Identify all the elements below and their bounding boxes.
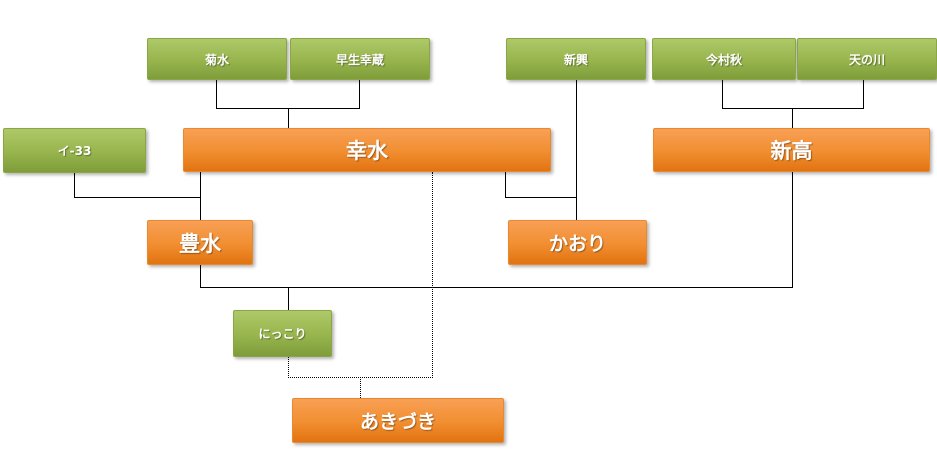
edge-segment xyxy=(200,287,793,288)
node-label: 新高 xyxy=(770,139,813,163)
node-label: 新興 xyxy=(563,52,588,67)
edge-segment-dotted xyxy=(432,172,433,378)
edge-segment xyxy=(505,172,506,198)
node-label: 幸水 xyxy=(346,139,388,163)
node-imamuraaki: 今村秋 xyxy=(652,38,796,80)
edge-segment xyxy=(216,80,217,108)
edge-segment xyxy=(200,172,201,220)
node-i33: イ-33 xyxy=(3,128,146,173)
node-label: あきづき xyxy=(359,411,436,433)
edge-segment xyxy=(863,80,864,108)
node-label: 早生幸蔵 xyxy=(335,52,384,67)
node-label: かおり xyxy=(548,233,606,255)
edge-segment xyxy=(359,80,360,108)
node-label: 菊水 xyxy=(204,52,229,67)
node-shinko: 新興 xyxy=(506,38,646,80)
node-hosui: 豊水 xyxy=(147,220,253,265)
node-label: にっこり xyxy=(258,327,307,341)
node-label: 今村秋 xyxy=(705,52,742,67)
node-akizuki: あきづき xyxy=(292,398,504,443)
edge-segment-dotted xyxy=(360,377,361,398)
edge-segment xyxy=(74,173,75,198)
edge-segment xyxy=(722,80,723,108)
edge-segment xyxy=(288,108,289,128)
edge-segment xyxy=(792,108,793,128)
edge-segment xyxy=(288,287,289,310)
node-amanogawa: 天の川 xyxy=(797,38,937,80)
node-label: 豊水 xyxy=(179,231,221,256)
node-wasekozo: 早生幸蔵 xyxy=(290,38,430,80)
edge-segment-dotted xyxy=(288,357,289,378)
node-kaori: かおり xyxy=(508,220,647,265)
edge-segment xyxy=(505,197,577,198)
node-kosui: 幸水 xyxy=(183,128,551,172)
edge-segment xyxy=(74,197,201,198)
node-label: 天の川 xyxy=(848,52,885,67)
node-niitaka: 新高 xyxy=(653,128,930,172)
node-label: イ-33 xyxy=(57,144,92,158)
node-kikusui: 菊水 xyxy=(147,38,287,80)
edge-segment xyxy=(792,172,793,288)
node-nikkori: にっこり xyxy=(233,310,332,357)
edge-segment xyxy=(200,265,201,288)
edge-segment xyxy=(722,108,864,109)
edge-segment xyxy=(576,80,577,220)
